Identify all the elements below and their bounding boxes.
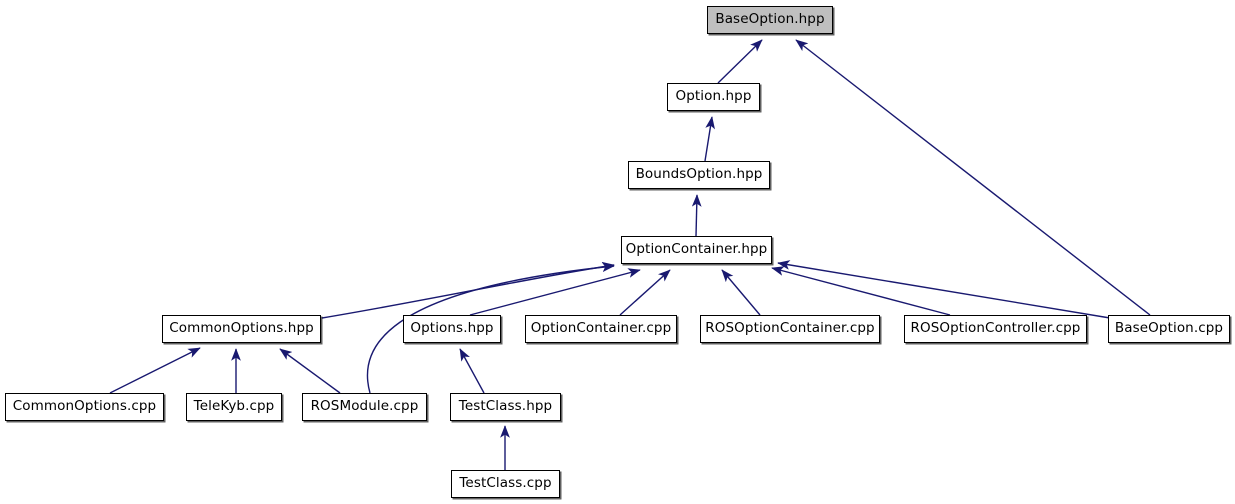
graph-node-label: Options.hpp [410, 320, 494, 337]
graph-node-telekyb_cpp[interactable]: TeleKyb.cpp [186, 393, 282, 421]
graph-node-base_option_cpp[interactable]: BaseOption.cpp [1108, 315, 1230, 343]
graph-node-common_options_cpp[interactable]: CommonOptions.cpp [5, 393, 164, 421]
graph-node-label: ROSModule.cpp [310, 398, 419, 415]
graph-node-ros_module_cpp[interactable]: ROSModule.cpp [302, 393, 427, 421]
graph-node-option_hpp[interactable]: Option.hpp [667, 83, 760, 111]
graph-node-option_container_hpp[interactable]: OptionContainer.hpp [621, 236, 772, 264]
graph-node-test_class_cpp[interactable]: TestClass.cpp [451, 470, 560, 498]
graph-node-ros_option_container_cpp[interactable]: ROSOptionContainer.cpp [700, 315, 880, 343]
graph-node-label: TeleKyb.cpp [193, 398, 275, 415]
graph-node-ros_option_controller_cpp[interactable]: ROSOptionController.cpp [904, 315, 1087, 343]
graph-node-bounds_option_hpp[interactable]: BoundsOption.hpp [628, 161, 770, 189]
graph-node-option_container_cpp[interactable]: OptionContainer.cpp [525, 315, 677, 343]
graph-node-label: BaseOption.cpp [1114, 320, 1224, 337]
graph-node-label: TestClass.cpp [459, 475, 552, 492]
graph-node-test_class_hpp[interactable]: TestClass.hpp [450, 393, 561, 421]
graph-node-base_option_hpp[interactable]: BaseOption.hpp [707, 6, 833, 34]
graph-node-label: BaseOption.hpp [715, 11, 825, 28]
graph-node-label: ROSOptionController.cpp [910, 320, 1081, 337]
graph-node-label: BoundsOption.hpp [635, 166, 763, 183]
graph-node-label: OptionContainer.cpp [530, 320, 672, 337]
graph-node-common_options_hpp[interactable]: CommonOptions.hpp [162, 315, 321, 343]
graph-node-label: TestClass.hpp [458, 398, 553, 415]
graph-node-label: Option.hpp [675, 88, 752, 105]
graph-node-label: ROSOptionContainer.cpp [705, 320, 875, 337]
graph-node-label: CommonOptions.hpp [169, 320, 314, 337]
graph-node-label: CommonOptions.cpp [12, 398, 157, 415]
graph-node-options_hpp[interactable]: Options.hpp [403, 315, 501, 343]
graph-node-label: OptionContainer.hpp [625, 241, 768, 258]
